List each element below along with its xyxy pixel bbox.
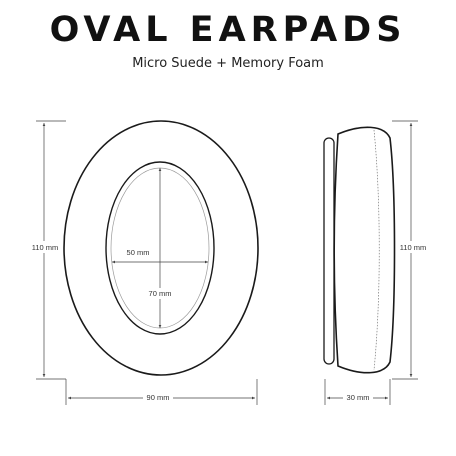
outer-pad-outline <box>63 120 259 376</box>
side-seam-line <box>373 129 380 371</box>
outer-height-label: 110 mm <box>32 243 59 252</box>
side-height-label: 110 mm <box>400 243 427 252</box>
page-subtitle: Micro Suede + Memory Foam <box>132 56 324 71</box>
side-view: 110 mm 30 mm <box>323 120 432 405</box>
side-profile-outline <box>333 126 396 374</box>
outer-width-label: 90 mm <box>147 393 170 402</box>
inner-height-label: 70 mm <box>149 289 172 298</box>
front-view: 50 mm 70 mm 110 mm 90 mm <box>28 120 259 405</box>
depth-label: 30 mm <box>347 393 370 402</box>
side-mount-ring <box>323 137 335 365</box>
inner-opening-outline <box>105 161 215 335</box>
page-title: OVAL EARPADS <box>49 10 407 50</box>
inner-width-label: 50 mm <box>127 248 150 257</box>
